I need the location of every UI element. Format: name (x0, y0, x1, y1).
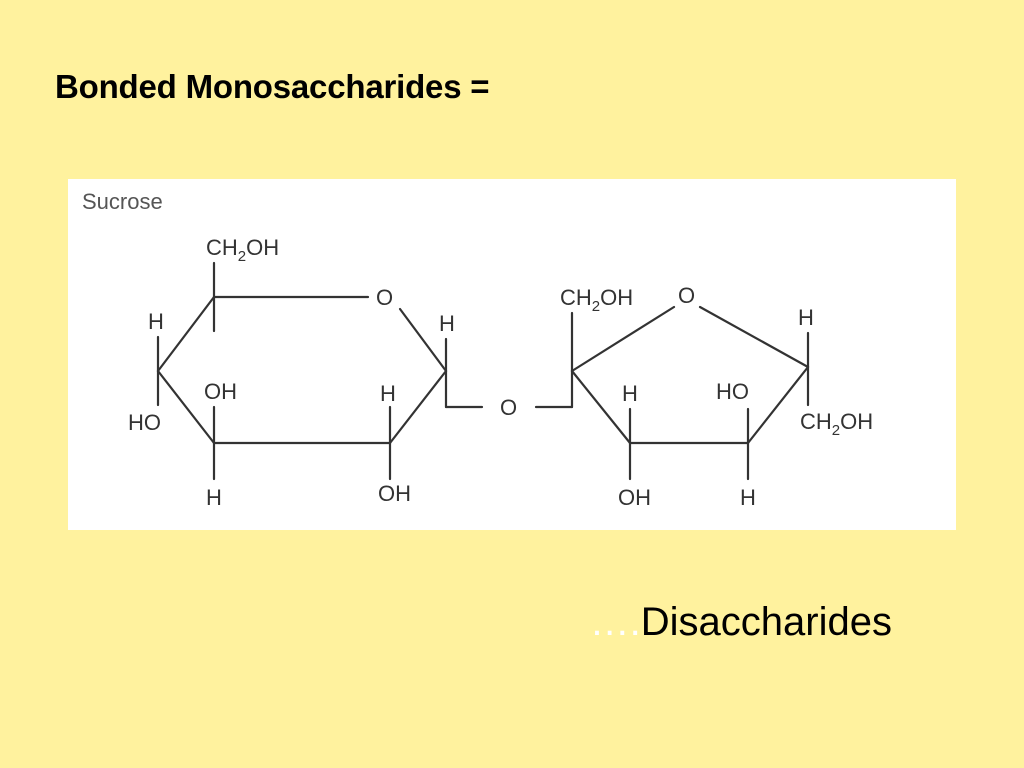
glucose-h-c1-label: H (439, 311, 455, 336)
fructose-ch2oh-b-label: CH2OH (800, 409, 873, 439)
glucose-bond-c3-c4 (156, 369, 216, 445)
figure-label: Sucrose (82, 189, 163, 214)
glucose-bond-c4-c5 (156, 295, 216, 373)
subtitle-text: Disaccharides (640, 600, 892, 644)
fructose-h-c3-label: H (622, 381, 638, 406)
glycosidic-o-label: O (500, 395, 517, 420)
fructose-bond-c3-c2 (570, 369, 632, 445)
subtitle-dots: …. (589, 600, 641, 644)
fructose-ho-c4-label: HO (716, 379, 749, 404)
fructose-ring-o-label: O (678, 283, 695, 308)
fructose-bond-c2-o (570, 305, 676, 373)
slide-subtitle: ….Disaccharides (590, 600, 892, 645)
glucose-bond-o-c1 (398, 307, 448, 373)
glucose-bond-c1-c2 (388, 369, 448, 445)
sucrose-structure-figure: Sucrose (68, 179, 956, 530)
fructose-h-c4-label: H (740, 485, 756, 510)
sucrose-diagram: CH2OH O H H HO OH H H OH O CH2OH O H H H… (128, 235, 873, 510)
glucose-ho-c4-label: HO (128, 410, 161, 435)
glucose-h-c2-label: H (380, 381, 396, 406)
glucose-oh-c2-label: OH (378, 481, 411, 506)
fructose-bond-c5-c4 (746, 365, 810, 445)
fructose-h-c5-label: H (798, 305, 814, 330)
glucose-ch2oh-label: CH2OH (206, 235, 279, 265)
glucose-h-c5-label: H (148, 309, 164, 334)
glucose-oh-c3-label: OH (204, 379, 237, 404)
glucose-ring-o-label: O (376, 285, 393, 310)
fructose-bond-o-c5 (698, 305, 810, 369)
fructose-ch2oh-label: CH2OH (560, 285, 633, 315)
fructose-oh-c3-label: OH (618, 485, 651, 510)
slide-title: Bonded Monosaccharides = (55, 68, 490, 105)
glucose-h-c3-label: H (206, 485, 222, 510)
